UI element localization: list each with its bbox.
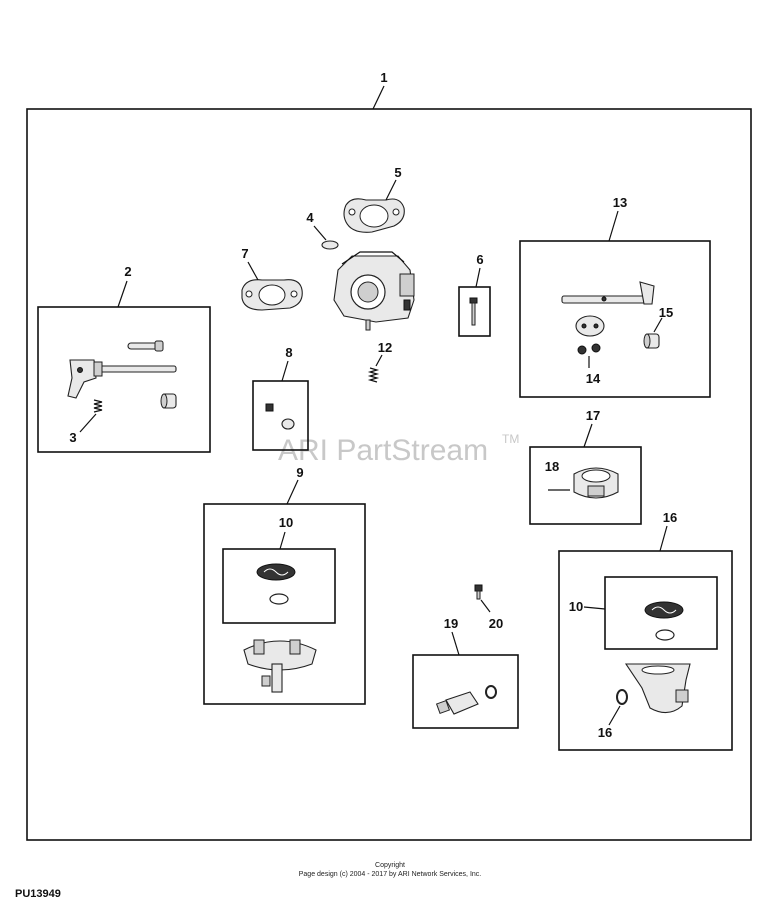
- fuel-solenoid-part-19[interactable]: [435, 685, 497, 715]
- throttle-pin-part[interactable]: [127, 340, 164, 352]
- kit-box-9: [203, 503, 366, 705]
- leader-20: [480, 599, 491, 613]
- assembly-frame-1: [26, 108, 752, 841]
- leader-1: [372, 85, 385, 110]
- callout-15[interactable]: 16: [663, 510, 677, 525]
- leader-10b: [583, 606, 606, 610]
- kit-box-6: [458, 286, 491, 337]
- copyright-line-1: Copyright: [375, 862, 405, 869]
- leader-19: [451, 631, 460, 656]
- leader-8: [281, 360, 289, 382]
- leader-17: [583, 423, 593, 448]
- choke-shaft-part[interactable]: [561, 281, 655, 305]
- kit-box-15: [558, 550, 733, 751]
- callout-8[interactable]: 8: [285, 345, 292, 360]
- kit-box-17: [529, 446, 642, 525]
- callout-16[interactable]: 16: [598, 725, 612, 740]
- gasket-part-7[interactable]: [241, 279, 303, 311]
- callout-17[interactable]: 17: [586, 408, 600, 423]
- callout-9[interactable]: 9: [296, 465, 303, 480]
- callout-4[interactable]: 4: [306, 210, 314, 225]
- callout-3[interactable]: 3: [69, 430, 76, 445]
- callout-7[interactable]: 7: [241, 246, 248, 261]
- gasket-part-5[interactable]: [343, 198, 405, 233]
- float-bowl-part-15[interactable]: [624, 663, 691, 714]
- leader-9: [286, 479, 299, 505]
- kit-box-10b: [604, 576, 718, 650]
- o-ring-part-16[interactable]: [616, 689, 628, 705]
- leader-3: [79, 413, 97, 433]
- callout-2[interactable]: 2: [124, 264, 131, 279]
- callout-14[interactable]: 15: [659, 305, 673, 320]
- screw-part-8[interactable]: [265, 403, 295, 430]
- diagram-code: PU13949: [15, 888, 61, 900]
- spring-part-3[interactable]: [93, 399, 103, 413]
- callout-13[interactable]: 14: [586, 371, 601, 386]
- choke-plate-part[interactable]: [575, 315, 605, 337]
- screws-part-13[interactable]: [577, 343, 601, 355]
- watermark: ARI PartStream TM: [278, 432, 519, 467]
- callout-10b[interactable]: 10: [569, 599, 583, 614]
- callout-12[interactable]: 13: [613, 195, 627, 210]
- leader-12: [608, 210, 619, 242]
- float-part-17[interactable]: [573, 467, 619, 499]
- callout-1[interactable]: 1: [380, 70, 387, 85]
- throttle-shaft-part[interactable]: [67, 359, 177, 399]
- copyright-line-2: Page design (c) 2004 - 2017 by ARI Netwo…: [299, 871, 482, 878]
- kit-box-10a: [222, 548, 336, 624]
- bushing-part-14[interactable]: [643, 333, 660, 349]
- screw-part-6[interactable]: [469, 297, 478, 326]
- leader-10a: [279, 531, 286, 550]
- leader-4: [313, 225, 327, 241]
- callout-11[interactable]: 12: [378, 340, 392, 355]
- leader-5: [385, 179, 397, 201]
- callout-18[interactable]: 18: [545, 459, 559, 474]
- float-bowl-part-9[interactable]: [243, 639, 317, 693]
- screw-part-20[interactable]: [474, 584, 483, 600]
- kit-box-12: [519, 240, 711, 398]
- kit-box-19: [412, 654, 519, 729]
- watermark-trademark: TM: [502, 432, 519, 446]
- leader-2: [117, 280, 128, 308]
- leader-15: [659, 525, 668, 552]
- gasket-part-10a[interactable]: [256, 563, 296, 605]
- callout-20[interactable]: 20: [489, 616, 503, 631]
- leader-14: [653, 317, 663, 333]
- callout-5[interactable]: 5: [394, 165, 401, 180]
- leader-16: [608, 705, 621, 726]
- kit-box-2: [37, 306, 211, 453]
- leader-7: [247, 261, 259, 281]
- callout-19[interactable]: 19: [444, 616, 458, 631]
- o-ring-part-4[interactable]: [321, 240, 339, 250]
- leader-11: [375, 354, 383, 367]
- carburetor-body[interactable]: [333, 251, 415, 331]
- spring-part-11[interactable]: [367, 367, 380, 383]
- leader-6: [475, 267, 481, 288]
- kit-box-8: [252, 380, 309, 451]
- callout-6[interactable]: 6: [476, 252, 483, 267]
- watermark-text: ARI PartStream: [278, 434, 488, 467]
- gasket-part-10b[interactable]: [644, 601, 684, 641]
- callout-10a[interactable]: 10: [279, 515, 293, 530]
- bushing-part-2[interactable]: [160, 393, 177, 409]
